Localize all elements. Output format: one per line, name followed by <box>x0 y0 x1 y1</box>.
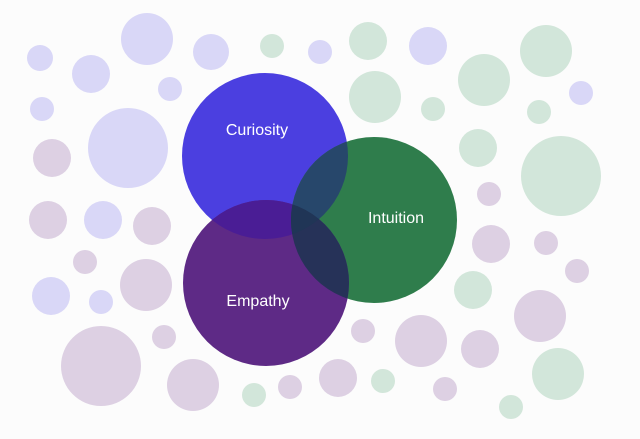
background-bubble <box>158 77 182 101</box>
background-bubble <box>454 271 492 309</box>
background-bubble <box>88 108 168 188</box>
background-bubble <box>433 377 457 401</box>
background-bubble <box>319 359 357 397</box>
background-bubble <box>61 326 141 406</box>
background-bubble <box>260 34 284 58</box>
background-bubble <box>349 71 401 123</box>
background-bubble <box>409 27 447 65</box>
background-bubbles <box>27 13 601 419</box>
background-bubble <box>520 25 572 77</box>
background-bubble <box>278 375 302 399</box>
background-bubble <box>120 259 172 311</box>
background-bubble <box>167 359 219 411</box>
background-bubble <box>499 395 523 419</box>
empathy-intuition-overlap <box>291 200 349 303</box>
curiosity-label: Curiosity <box>226 122 288 139</box>
background-bubble <box>33 139 71 177</box>
background-bubble <box>458 54 510 106</box>
curiosity-intuition-overlap <box>291 137 348 239</box>
background-bubble <box>477 182 501 206</box>
background-bubble <box>527 100 551 124</box>
background-bubble <box>459 129 497 167</box>
background-bubble <box>121 13 173 65</box>
background-bubble <box>565 259 589 283</box>
background-bubble <box>308 40 332 64</box>
background-bubble <box>72 55 110 93</box>
background-bubble <box>30 97 54 121</box>
background-bubble <box>371 369 395 393</box>
background-bubble <box>32 277 70 315</box>
background-bubble <box>521 136 601 216</box>
background-bubble <box>472 225 510 263</box>
background-bubble <box>532 348 584 400</box>
intuition-label: Intuition <box>368 210 424 227</box>
background-bubble <box>461 330 499 368</box>
background-bubble <box>89 290 113 314</box>
background-bubble <box>534 231 558 255</box>
background-bubble <box>193 34 229 70</box>
background-bubble <box>421 97 445 121</box>
background-bubble <box>514 290 566 342</box>
background-bubble <box>395 315 447 367</box>
background-bubble <box>84 201 122 239</box>
background-bubble <box>349 22 387 60</box>
background-bubble <box>351 319 375 343</box>
background-bubble <box>133 207 171 245</box>
background-bubble <box>29 201 67 239</box>
background-bubble <box>152 325 176 349</box>
background-bubble <box>569 81 593 105</box>
background-bubble <box>27 45 53 71</box>
empathy-label: Empathy <box>226 293 289 310</box>
background-bubble <box>242 383 266 407</box>
background-bubble <box>73 250 97 274</box>
